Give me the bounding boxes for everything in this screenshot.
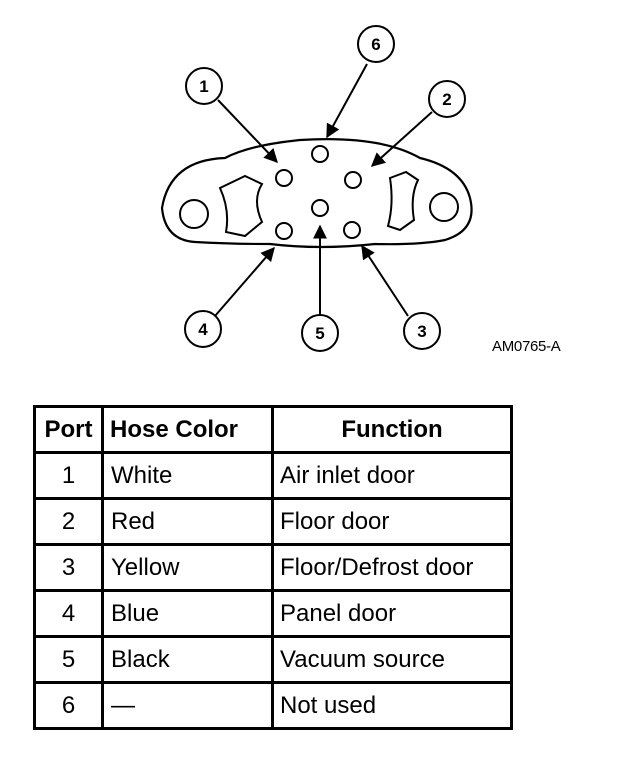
callout-label-2: 2 <box>442 90 451 109</box>
port-6 <box>311 145 329 163</box>
callout-circle-1 <box>185 67 223 105</box>
cell-hose-color: White <box>101 451 274 500</box>
mount-hole-right <box>429 192 459 222</box>
callout-circle-2 <box>428 80 466 118</box>
cell-function: Panel door <box>271 589 513 638</box>
table-row: 2 Red Floor door <box>33 497 513 546</box>
table-row: 5 Black Vacuum source <box>33 635 513 684</box>
cell-port: 4 <box>33 589 104 638</box>
cell-port: 1 <box>33 451 104 500</box>
cell-port: 3 <box>33 543 104 592</box>
callout-label-3: 3 <box>417 322 426 341</box>
callout-circle-5 <box>301 314 339 352</box>
port-5 <box>311 199 329 217</box>
table-header-row: Port Hose Color Function <box>33 405 513 454</box>
cell-function: Vacuum source <box>271 635 513 684</box>
callout-label-5: 5 <box>315 324 324 343</box>
leader-2 <box>370 111 433 167</box>
leader-6 <box>326 63 368 139</box>
cell-port: 5 <box>33 635 104 684</box>
table-row: 6 — Not used <box>33 681 513 730</box>
port-table: Port Hose Color Function 1 White Air inl… <box>33 405 513 730</box>
cell-hose-color: Red <box>101 497 274 546</box>
header-port: Port <box>33 405 104 454</box>
header-hose-color: Hose Color <box>101 405 274 454</box>
callout-circle-4 <box>184 310 222 348</box>
cell-port: 2 <box>33 497 104 546</box>
cell-hose-color: Blue <box>101 589 274 638</box>
leader-3 <box>361 244 409 317</box>
callout-circle-3 <box>403 312 441 350</box>
port-2 <box>344 171 362 189</box>
cell-function: Floor/Defrost door <box>271 543 513 592</box>
port-4 <box>275 222 293 240</box>
callout-label-4: 4 <box>198 320 208 339</box>
cell-hose-color: — <box>101 681 274 730</box>
leader-4 <box>214 246 275 317</box>
connector-diagram: 1 2 3 4 5 6 AM0765-A <box>160 25 561 355</box>
cell-function: Air inlet door <box>271 451 513 500</box>
cell-hose-color: Black <box>101 635 274 684</box>
port-1 <box>275 169 293 187</box>
table-row: 3 Yellow Floor/Defrost door <box>33 543 513 592</box>
leader-1 <box>217 99 278 164</box>
port-3 <box>343 221 361 239</box>
cell-function: Floor door <box>271 497 513 546</box>
table-row: 1 White Air inlet door <box>33 451 513 500</box>
callout-label-6: 6 <box>371 35 380 54</box>
ports <box>275 145 362 240</box>
clip-recess-left <box>218 174 264 238</box>
leader-arrows <box>214 63 433 317</box>
callout-label-1: 1 <box>199 77 208 96</box>
cell-function: Not used <box>271 681 513 730</box>
header-function: Function <box>271 405 513 454</box>
cell-port: 6 <box>33 681 104 730</box>
callout-circle-6 <box>357 25 395 63</box>
mount-hole-left <box>179 199 209 229</box>
clip-recess-right <box>386 170 420 232</box>
callouts <box>184 25 466 352</box>
cell-hose-color: Yellow <box>101 543 274 592</box>
table-row: 4 Blue Panel door <box>33 589 513 638</box>
figure-id: AM0765-A <box>492 338 561 355</box>
